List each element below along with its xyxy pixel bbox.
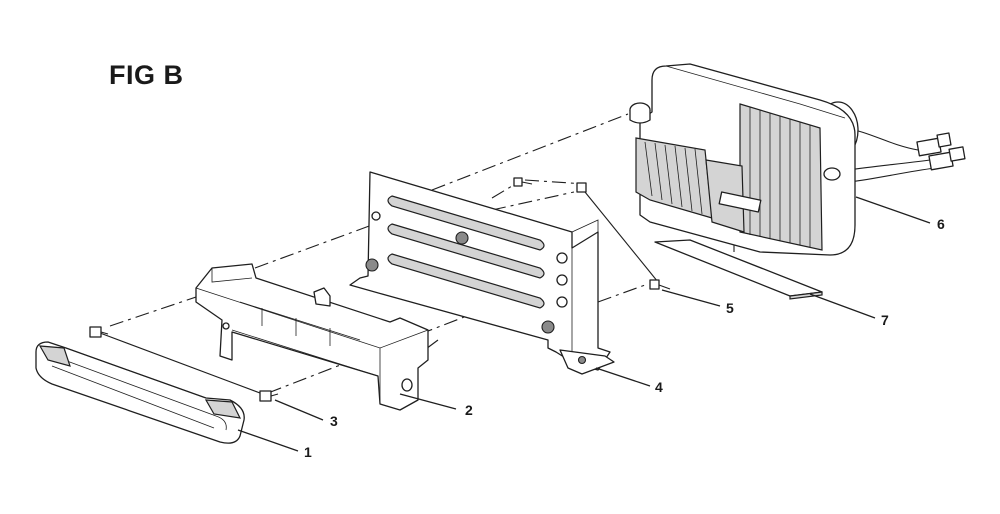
charger-mount-cover — [195, 263, 429, 411]
rear-screws — [513, 177, 671, 290]
handle — [35, 341, 245, 444]
callout-4: 4 — [655, 379, 663, 395]
front-screws — [89, 326, 279, 402]
heat-sink-fins — [644, 107, 811, 247]
mounting-bracket — [349, 171, 615, 375]
callout-5: 5 — [726, 300, 734, 316]
callout-6: 6 — [937, 216, 945, 232]
leader-lines — [237, 196, 931, 452]
adhesive-pad — [654, 239, 823, 300]
callout-1: 1 — [304, 444, 312, 460]
callout-2: 2 — [465, 402, 473, 418]
figure-title: FIG B — [109, 60, 184, 90]
callout-3: 3 — [330, 413, 338, 429]
battery-charger — [629, 63, 966, 256]
callout-7: 7 — [881, 312, 889, 328]
